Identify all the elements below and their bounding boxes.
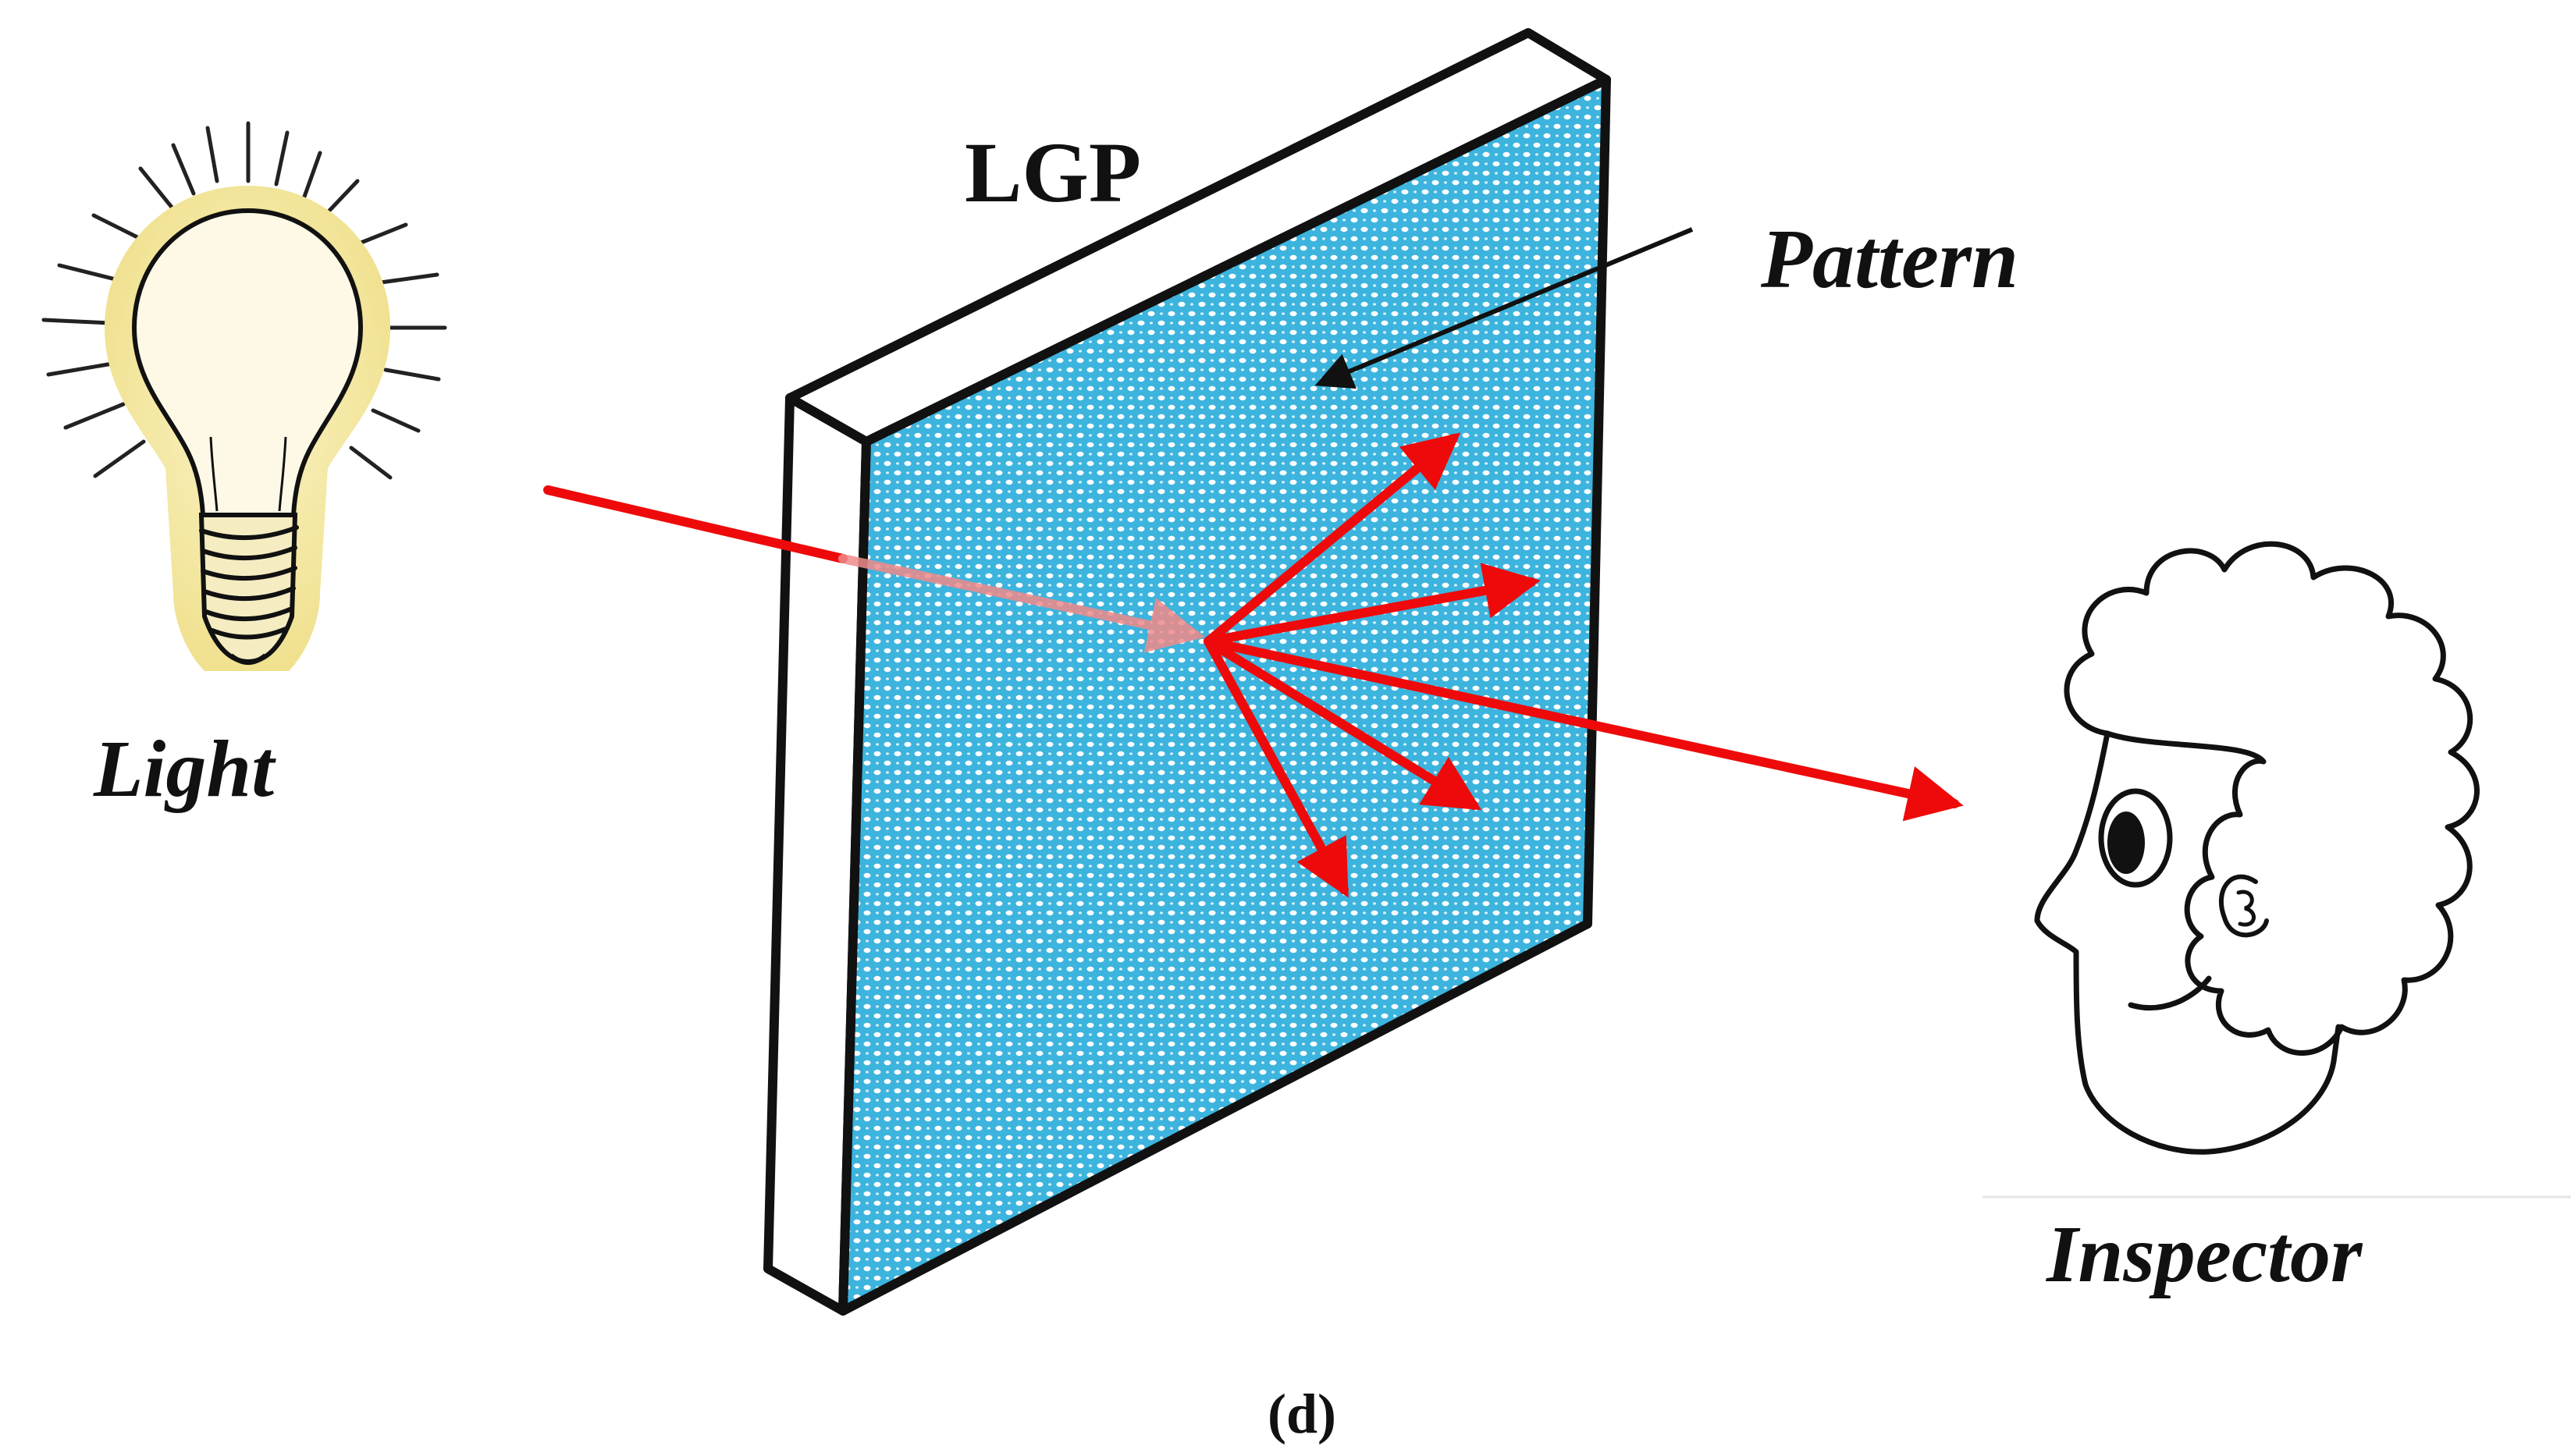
- lgp-plate: [763, 28, 1611, 1316]
- incident-ray: [543, 485, 848, 563]
- pattern-pointer-arrow: [1314, 227, 1694, 389]
- scatter-ray-down: [1204, 637, 1349, 898]
- lgp-pattern-face: [838, 75, 1611, 1316]
- inspector-face-icon: [2034, 541, 2480, 1155]
- lgp-label: LGP: [965, 125, 1141, 220]
- ray-to-inspector: [1204, 637, 1964, 822]
- inspector-label: Inspector: [2045, 1209, 2363, 1299]
- panel-caption: (d): [1268, 1383, 1336, 1445]
- incident-ray-inside: [838, 554, 1205, 653]
- scatter-ray-upper-right: [1204, 563, 1541, 646]
- scatter-ray-up: [1204, 432, 1461, 646]
- light-bulb-icon: [41, 121, 447, 671]
- light-rays: [543, 432, 1964, 898]
- scatter-ray-lower-right: [1204, 637, 1482, 811]
- pattern-label: Pattern: [1760, 213, 2018, 306]
- light-label: Light: [93, 724, 276, 814]
